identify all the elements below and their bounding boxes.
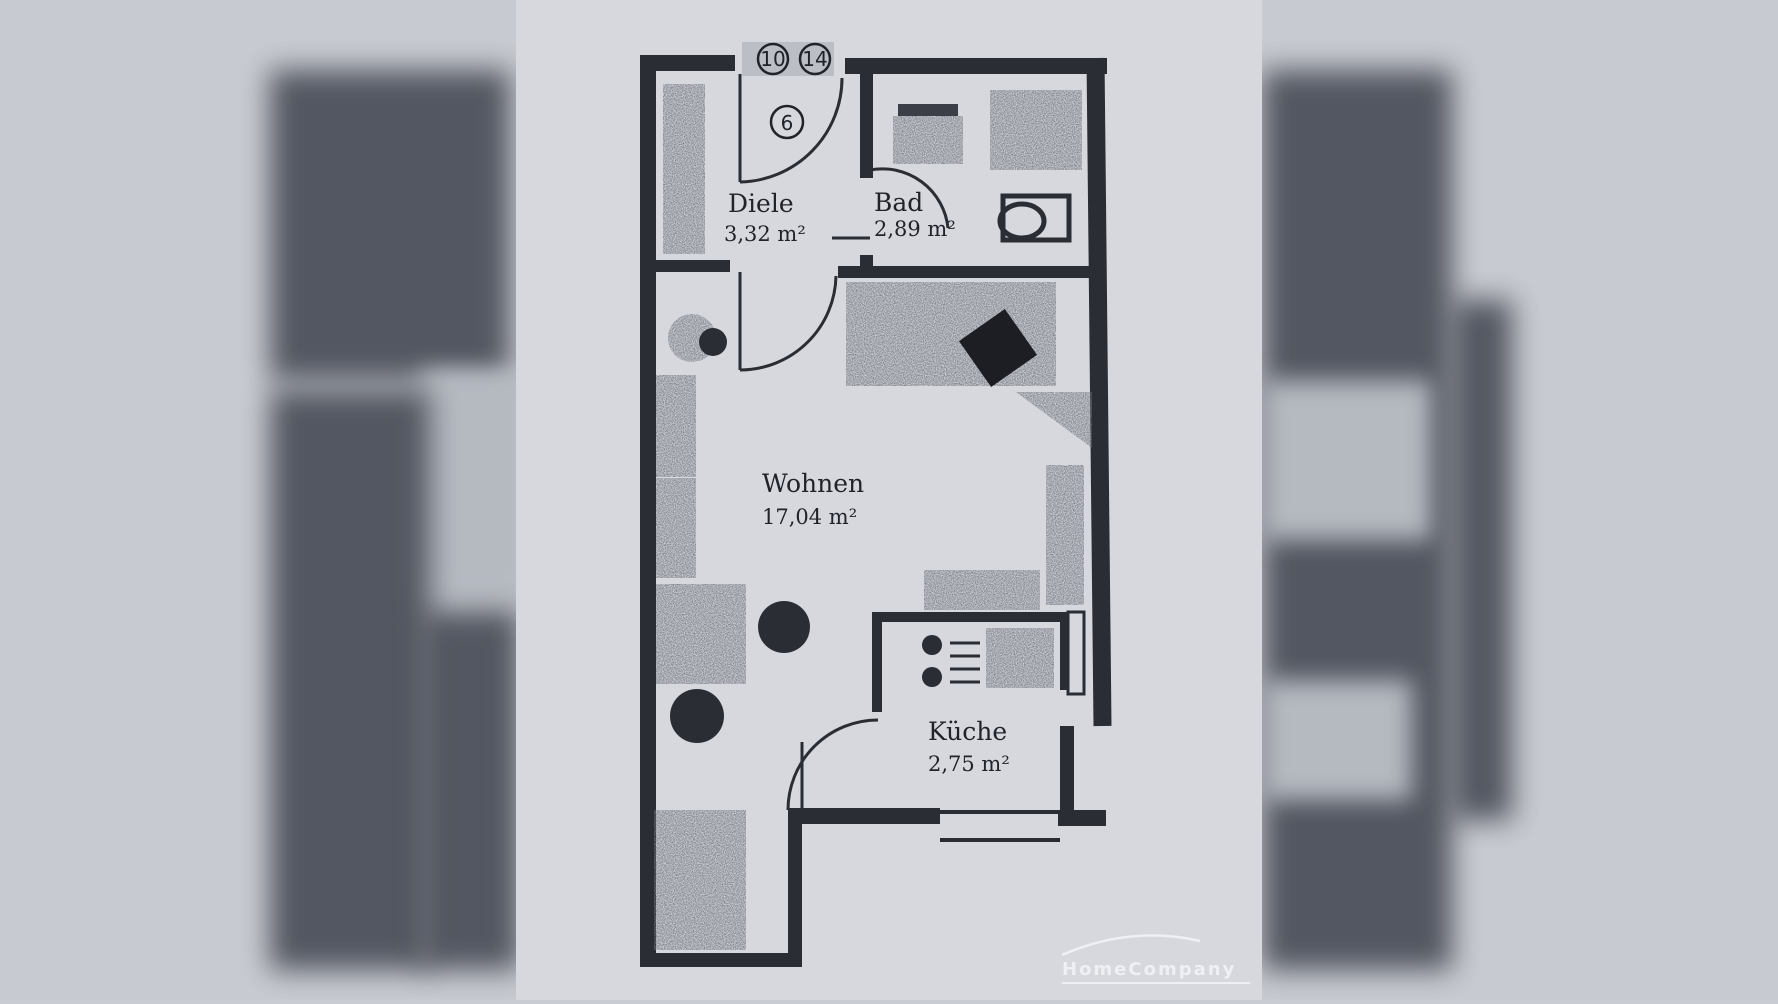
room-labels: Diele 3,32 m² Bad 2,89 m² Wohnen 17,04 m… (724, 188, 1010, 776)
floor-plan-paper: 10 14 6 Diele 3,32 m² Bad 2,89 m² Wohnen… (516, 0, 1262, 1000)
interior-walls (640, 58, 1094, 712)
room-bad-area: 2,89 m² (874, 217, 956, 241)
room-kueche-name: Küche (928, 717, 1007, 746)
room-bad-name: Bad (874, 188, 923, 217)
plan-markers: 10 14 6 (742, 42, 834, 140)
marker-entrance-circle (769, 104, 805, 140)
room-diele-area: 3,32 m² (724, 222, 806, 246)
marker-top-right: 14 (802, 47, 827, 71)
room-wohnen-name: Wohnen (762, 469, 864, 498)
floor-plan-drawing: 10 14 6 Diele 3,32 m² Bad 2,89 m² Wohnen… (640, 42, 1112, 967)
watermark-logo: HomeCompany (1061, 934, 1250, 984)
watermark-text: HomeCompany (1062, 959, 1236, 980)
blurred-background-left (0, 0, 516, 1000)
blurred-background-right (1262, 0, 1778, 1000)
room-diele-name: Diele (728, 189, 794, 218)
watermark-arc (1061, 934, 1201, 957)
room-wohnen-area: 17,04 m² (762, 505, 857, 529)
room-kueche-area: 2,75 m² (928, 752, 1010, 776)
furniture (654, 84, 1092, 950)
marker-top-right-circle (798, 42, 832, 76)
outer-walls (640, 55, 1112, 967)
marker-entrance: 6 (781, 111, 794, 135)
marker-top-left-circle (756, 42, 790, 76)
doors (738, 74, 950, 812)
marker-top-left: 10 (760, 47, 785, 71)
